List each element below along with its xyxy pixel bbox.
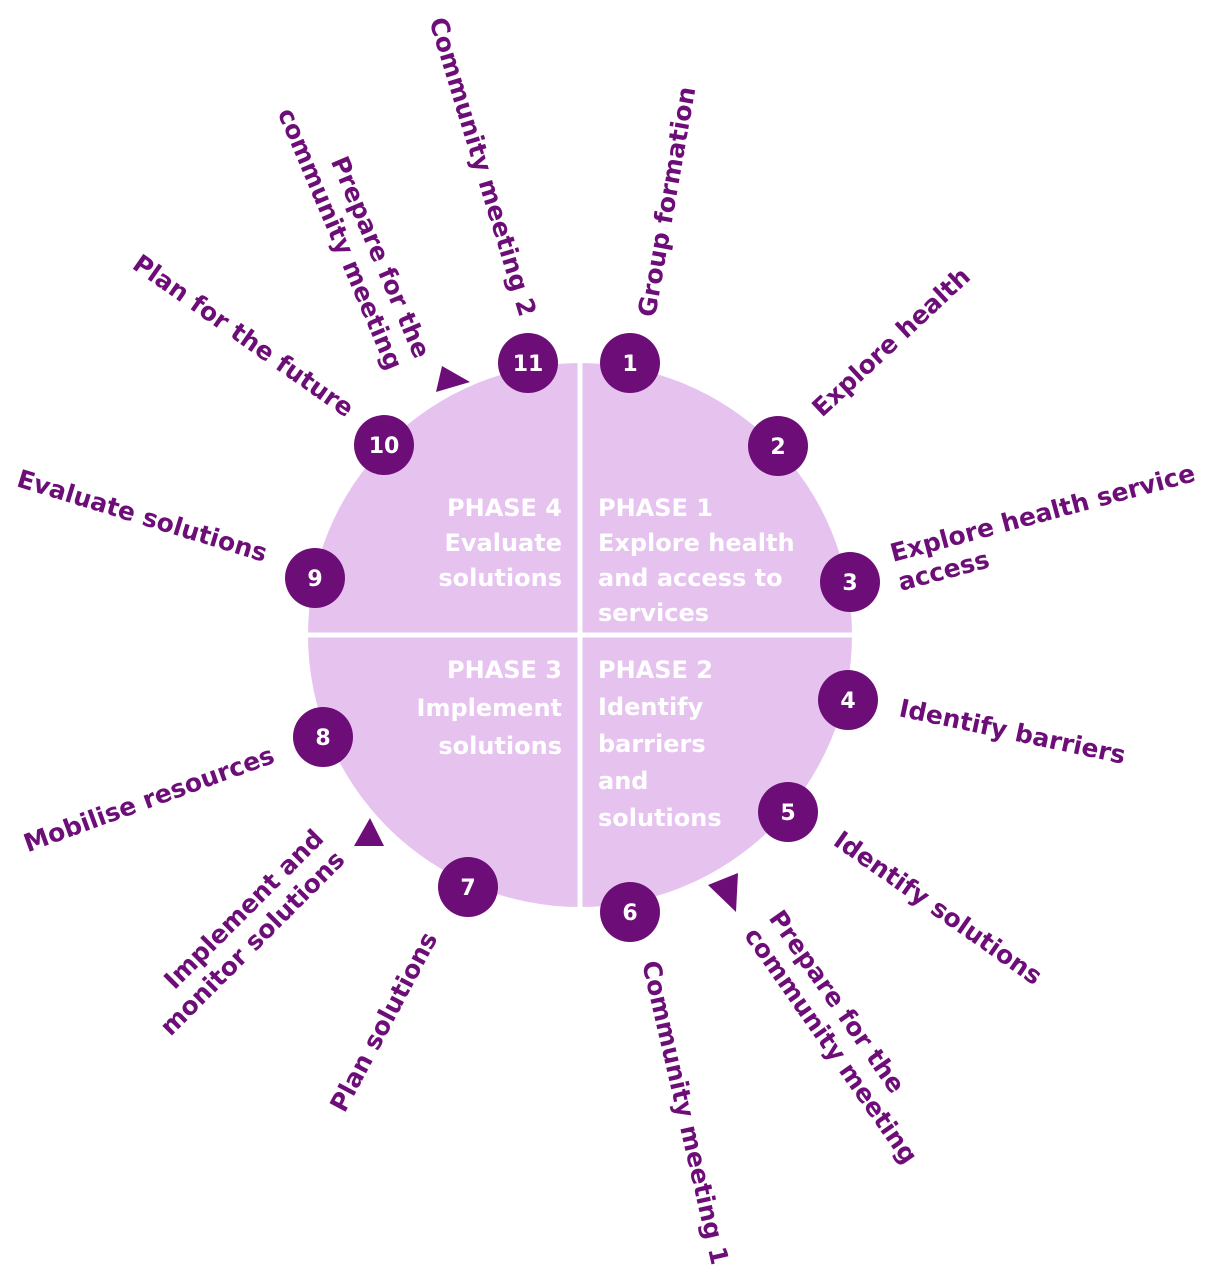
step-4-label: Identify barriers: [897, 694, 1129, 770]
step-number: 10: [369, 434, 400, 459]
step-11-label-line: Community meeting 2: [423, 14, 542, 320]
step-number: 5: [780, 801, 795, 826]
phase-3-description-line: solutions: [438, 732, 562, 760]
step-number: 9: [307, 567, 322, 592]
step-10-label: Plan for the future: [128, 249, 360, 423]
phases-layer: PHASE 1 Explore health and access to servic…: [417, 494, 795, 832]
step-marker-circle: [438, 857, 498, 917]
step-5-marker: 5: [758, 782, 818, 842]
step-number: 11: [513, 352, 544, 377]
direction-arrow: [354, 818, 384, 846]
phase-4: PHASE 4 Evaluate solutions: [438, 494, 562, 592]
phase-3-description-line: Implement: [417, 694, 562, 722]
phase-2: PHASE 2 Identify barriers and solutions: [598, 656, 722, 832]
interim-step-2-label-line: monitor solutions: [154, 845, 350, 1041]
step-4-marker: 4: [818, 670, 878, 730]
phase-1-description-line: services: [598, 599, 709, 627]
step-marker-circle: [498, 333, 558, 393]
step-3-marker: 3: [820, 552, 880, 612]
phase-1-description-line: and access to: [598, 564, 783, 592]
step-1-label-line: Group formation: [632, 84, 701, 319]
step-marker-circle: [293, 707, 353, 767]
step-1-marker: 1: [600, 333, 660, 393]
phase-1-description-line: Explore health: [598, 529, 795, 557]
phase-2-title: PHASE 2: [598, 656, 713, 684]
step-number: 7: [460, 876, 475, 901]
step-number: 6: [622, 901, 637, 926]
step-marker-circle: [600, 882, 660, 942]
step-7-label-line: Plan solutions: [324, 927, 443, 1116]
direction-arrow: [436, 366, 470, 392]
step-marker-circle: [818, 670, 878, 730]
phase-2-description-line: barriers: [598, 730, 706, 758]
step-6-label: Community meeting 1: [636, 958, 734, 1268]
step-2-label-line: Explore health: [806, 262, 976, 423]
step-8-label-line: Mobilise resources: [20, 740, 278, 858]
step-4-label-line: Identify barriers: [897, 694, 1129, 770]
step-8-label: Mobilise resources: [20, 740, 278, 858]
arrows-layer: [354, 366, 738, 912]
phase-4-title: PHASE 4: [447, 494, 562, 522]
phase-3-title: PHASE 3: [447, 656, 562, 684]
steps-layer: 1 2 3 4 5 6 7 8 9 10 11: [285, 333, 880, 942]
step-number: 3: [842, 571, 857, 596]
step-2-label: Explore health: [806, 262, 976, 423]
step-number: 8: [315, 726, 330, 751]
phase-3: PHASE 3 Implement solutions: [417, 656, 562, 760]
phase-2-description-line: and: [598, 767, 648, 795]
step-marker-circle: [354, 415, 414, 475]
direction-arrow: [708, 873, 738, 912]
step-marker-circle: [285, 548, 345, 608]
step-number: 1: [622, 352, 637, 377]
step-6-marker: 6: [600, 882, 660, 942]
step-number: 2: [770, 435, 785, 460]
step-10-label-line: Plan for the future: [128, 249, 360, 423]
interim-step-1-label-line: community meeting: [739, 922, 924, 1169]
step-2-marker: 2: [748, 416, 808, 476]
step-7-marker: 7: [438, 857, 498, 917]
step-11-marker: 11: [498, 333, 558, 393]
step-3-label-line: Explore health service: [887, 458, 1198, 567]
step-marker-circle: [820, 552, 880, 612]
step-number: 4: [840, 689, 855, 714]
phase-2-description-line: Identify: [598, 693, 704, 721]
step-9-label: Evaluate solutions: [14, 464, 271, 568]
step-5-label-line: Identify solutions: [829, 825, 1048, 991]
phase-1: PHASE 1 Explore health and access to servic…: [598, 494, 795, 627]
step-6-label-line: Community meeting 1: [636, 958, 734, 1268]
phase-2-description-line: solutions: [598, 804, 722, 832]
step-marker-circle: [748, 416, 808, 476]
step-1-label: Group formation: [632, 84, 701, 319]
step-marker-circle: [758, 782, 818, 842]
step-10-marker: 10: [354, 415, 414, 475]
step-8-marker: 8: [293, 707, 353, 767]
step-7-label: Plan solutions: [324, 927, 443, 1116]
phase-4-description-line: solutions: [438, 564, 562, 592]
step-9-label-line: Evaluate solutions: [14, 464, 271, 568]
step-9-marker: 9: [285, 548, 345, 608]
step-marker-circle: [600, 333, 660, 393]
phase-4-description-line: Evaluate: [445, 529, 563, 557]
step-11-label: Community meeting 2: [423, 14, 542, 320]
step-5-label: Identify solutions: [829, 825, 1048, 991]
phase-1-title: PHASE 1: [598, 494, 713, 522]
